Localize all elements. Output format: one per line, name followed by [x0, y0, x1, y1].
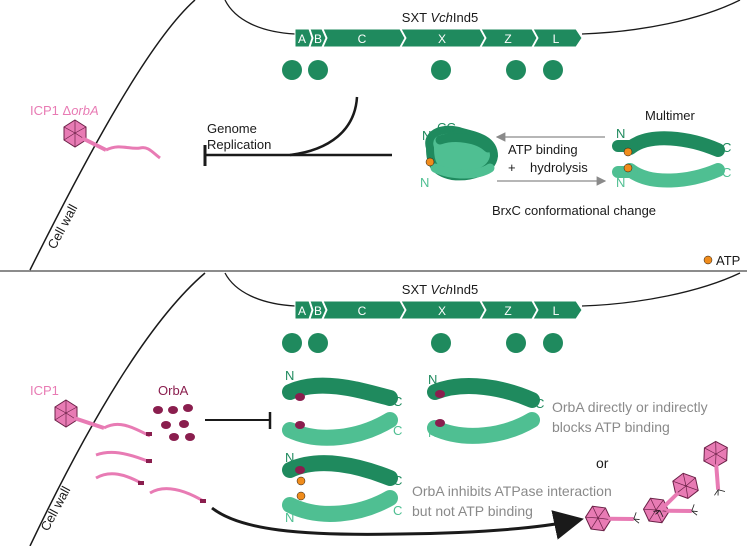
atp-binding-label: ATP binding	[508, 142, 578, 157]
top-panel: Cell wall SXT VchInd5 A B C X Z L	[29, 0, 741, 271]
model1-line1: OrbA directly or indirectly	[552, 399, 708, 415]
gene-x	[400, 28, 486, 48]
gene-c-label-bottom: C	[358, 304, 367, 318]
conformational-change-label: BrxC conformational change	[492, 203, 656, 218]
gene-b-label-bottom: B	[314, 304, 322, 318]
phage-icon-top	[63, 119, 161, 160]
replication-fork	[289, 96, 359, 157]
bound3-n-bottom: N	[285, 510, 294, 525]
bound1-c-top: C	[393, 394, 402, 409]
gene-z-label-bottom: Z	[504, 304, 511, 318]
operon-title: SXT VchInd5	[402, 10, 478, 25]
cell-wall-label-bottom: Cell wall	[37, 484, 73, 534]
chromosome-arc	[224, 0, 741, 35]
gene-z	[480, 28, 538, 48]
gene-c	[322, 28, 406, 48]
gene-x-label: X	[438, 32, 446, 46]
collapsed-n-bottom: N	[420, 175, 429, 190]
genome-label: Genome	[207, 121, 257, 136]
or-label: or	[596, 455, 609, 471]
multimer-c-top: C	[722, 140, 731, 155]
gene-a-label: A	[298, 32, 306, 46]
multimer-n-top: N	[616, 126, 625, 141]
hydrolysis-plus: +	[508, 160, 516, 175]
atp-legend: ATP	[703, 253, 740, 268]
bound1-n-bottom: N	[285, 424, 294, 439]
gene-b-label: B	[314, 32, 322, 46]
protein-dots-bottom	[282, 333, 563, 353]
brxc-collapsed	[425, 125, 498, 181]
progeny-phages	[582, 437, 734, 536]
brxc-orba-bound-atp	[282, 455, 398, 522]
operon-title-bottom: SXT VchInd5	[402, 282, 478, 297]
bound1-c-bottom: C	[393, 423, 402, 438]
bound3-c-bottom: C	[393, 503, 402, 518]
model1-line2: blocks ATP binding	[552, 419, 670, 435]
gene-z-label: Z	[504, 32, 511, 46]
phage-dna-strands	[95, 450, 206, 504]
model2-line2: but not ATP binding	[412, 503, 533, 519]
bound3-c-top: C	[393, 473, 402, 488]
cell-wall-label: Cell wall	[44, 202, 80, 252]
gene-a	[294, 28, 313, 48]
operon-genes: A B C X Z L	[294, 28, 583, 48]
bound2-n-bottom: N	[428, 425, 437, 440]
gene-c-label: C	[358, 32, 367, 46]
bound2-c-top: C	[535, 396, 544, 411]
operon-genes-bottom: A B C X Z L	[294, 300, 583, 320]
atp-legend-dot	[703, 255, 713, 265]
cell-wall-line	[29, 0, 196, 271]
brxc-orba-bound-2	[427, 378, 540, 444]
brxc-orba-bound-1	[282, 377, 398, 446]
atp-legend-label: ATP	[716, 253, 740, 268]
bound2-n-top: N	[428, 372, 437, 387]
chromosome-arc-bottom	[224, 272, 741, 307]
orba-proteins	[153, 404, 195, 441]
multimer-n-bottom: N	[616, 175, 625, 190]
phage-icon-bottom	[54, 399, 152, 438]
protein-dots	[282, 60, 563, 80]
collapsed-n-top: N	[422, 128, 431, 143]
bottom-panel: Cell wall SXT VchInd5 A B C X Z L ICP1	[29, 272, 741, 546]
multimer-label: Multimer	[645, 108, 696, 123]
replication-label: Replication	[207, 137, 271, 152]
gene-a-label-bottom: A	[298, 304, 306, 318]
bound3-n-top: N	[285, 450, 294, 465]
model2-line1: OrbA inhibits ATPase interaction	[412, 483, 612, 499]
gene-l-label: L	[553, 32, 560, 46]
multimer-c-bottom: C	[722, 165, 731, 180]
gene-x-label-bottom: X	[438, 304, 446, 318]
brxc-multimer	[612, 131, 725, 188]
cell-wall-line-bottom	[29, 272, 206, 546]
collapsed-cc: CC	[437, 120, 456, 135]
phage-label-delta-orba: ICP1 ΔorbA	[30, 103, 99, 118]
hydrolysis-label: hydrolysis	[530, 160, 588, 175]
orba-label: OrbA	[158, 383, 189, 398]
gene-l	[532, 28, 583, 48]
progeny-arrow	[211, 506, 584, 540]
gene-l-label-bottom: L	[553, 304, 560, 318]
phage-label-icp1: ICP1	[30, 383, 59, 398]
gene-b	[309, 28, 327, 48]
bound1-n-top: N	[285, 368, 294, 383]
